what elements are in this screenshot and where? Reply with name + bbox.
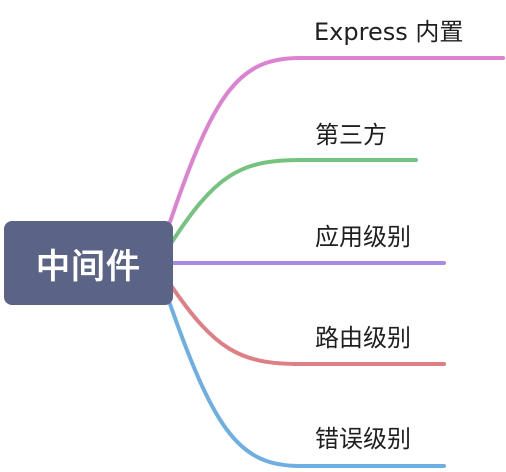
branch-label-app-level[interactable]: 应用级别: [315, 223, 411, 251]
branch-label-express-builtin[interactable]: Express 内置: [314, 18, 464, 46]
connector-third-party: [168, 158, 418, 247]
branch-label-error-level[interactable]: 错误级别: [315, 425, 411, 453]
root-node-label: 中间件: [36, 246, 141, 287]
root-node[interactable]: 中间件: [4, 221, 173, 305]
branch-label-router-level[interactable]: 路由级别: [315, 324, 411, 352]
connector-router-level: [168, 282, 446, 366]
connector-error-level: [168, 302, 446, 468]
branch-label-third-party[interactable]: 第三方: [315, 121, 387, 149]
connector-express-builtin: [168, 56, 505, 224]
